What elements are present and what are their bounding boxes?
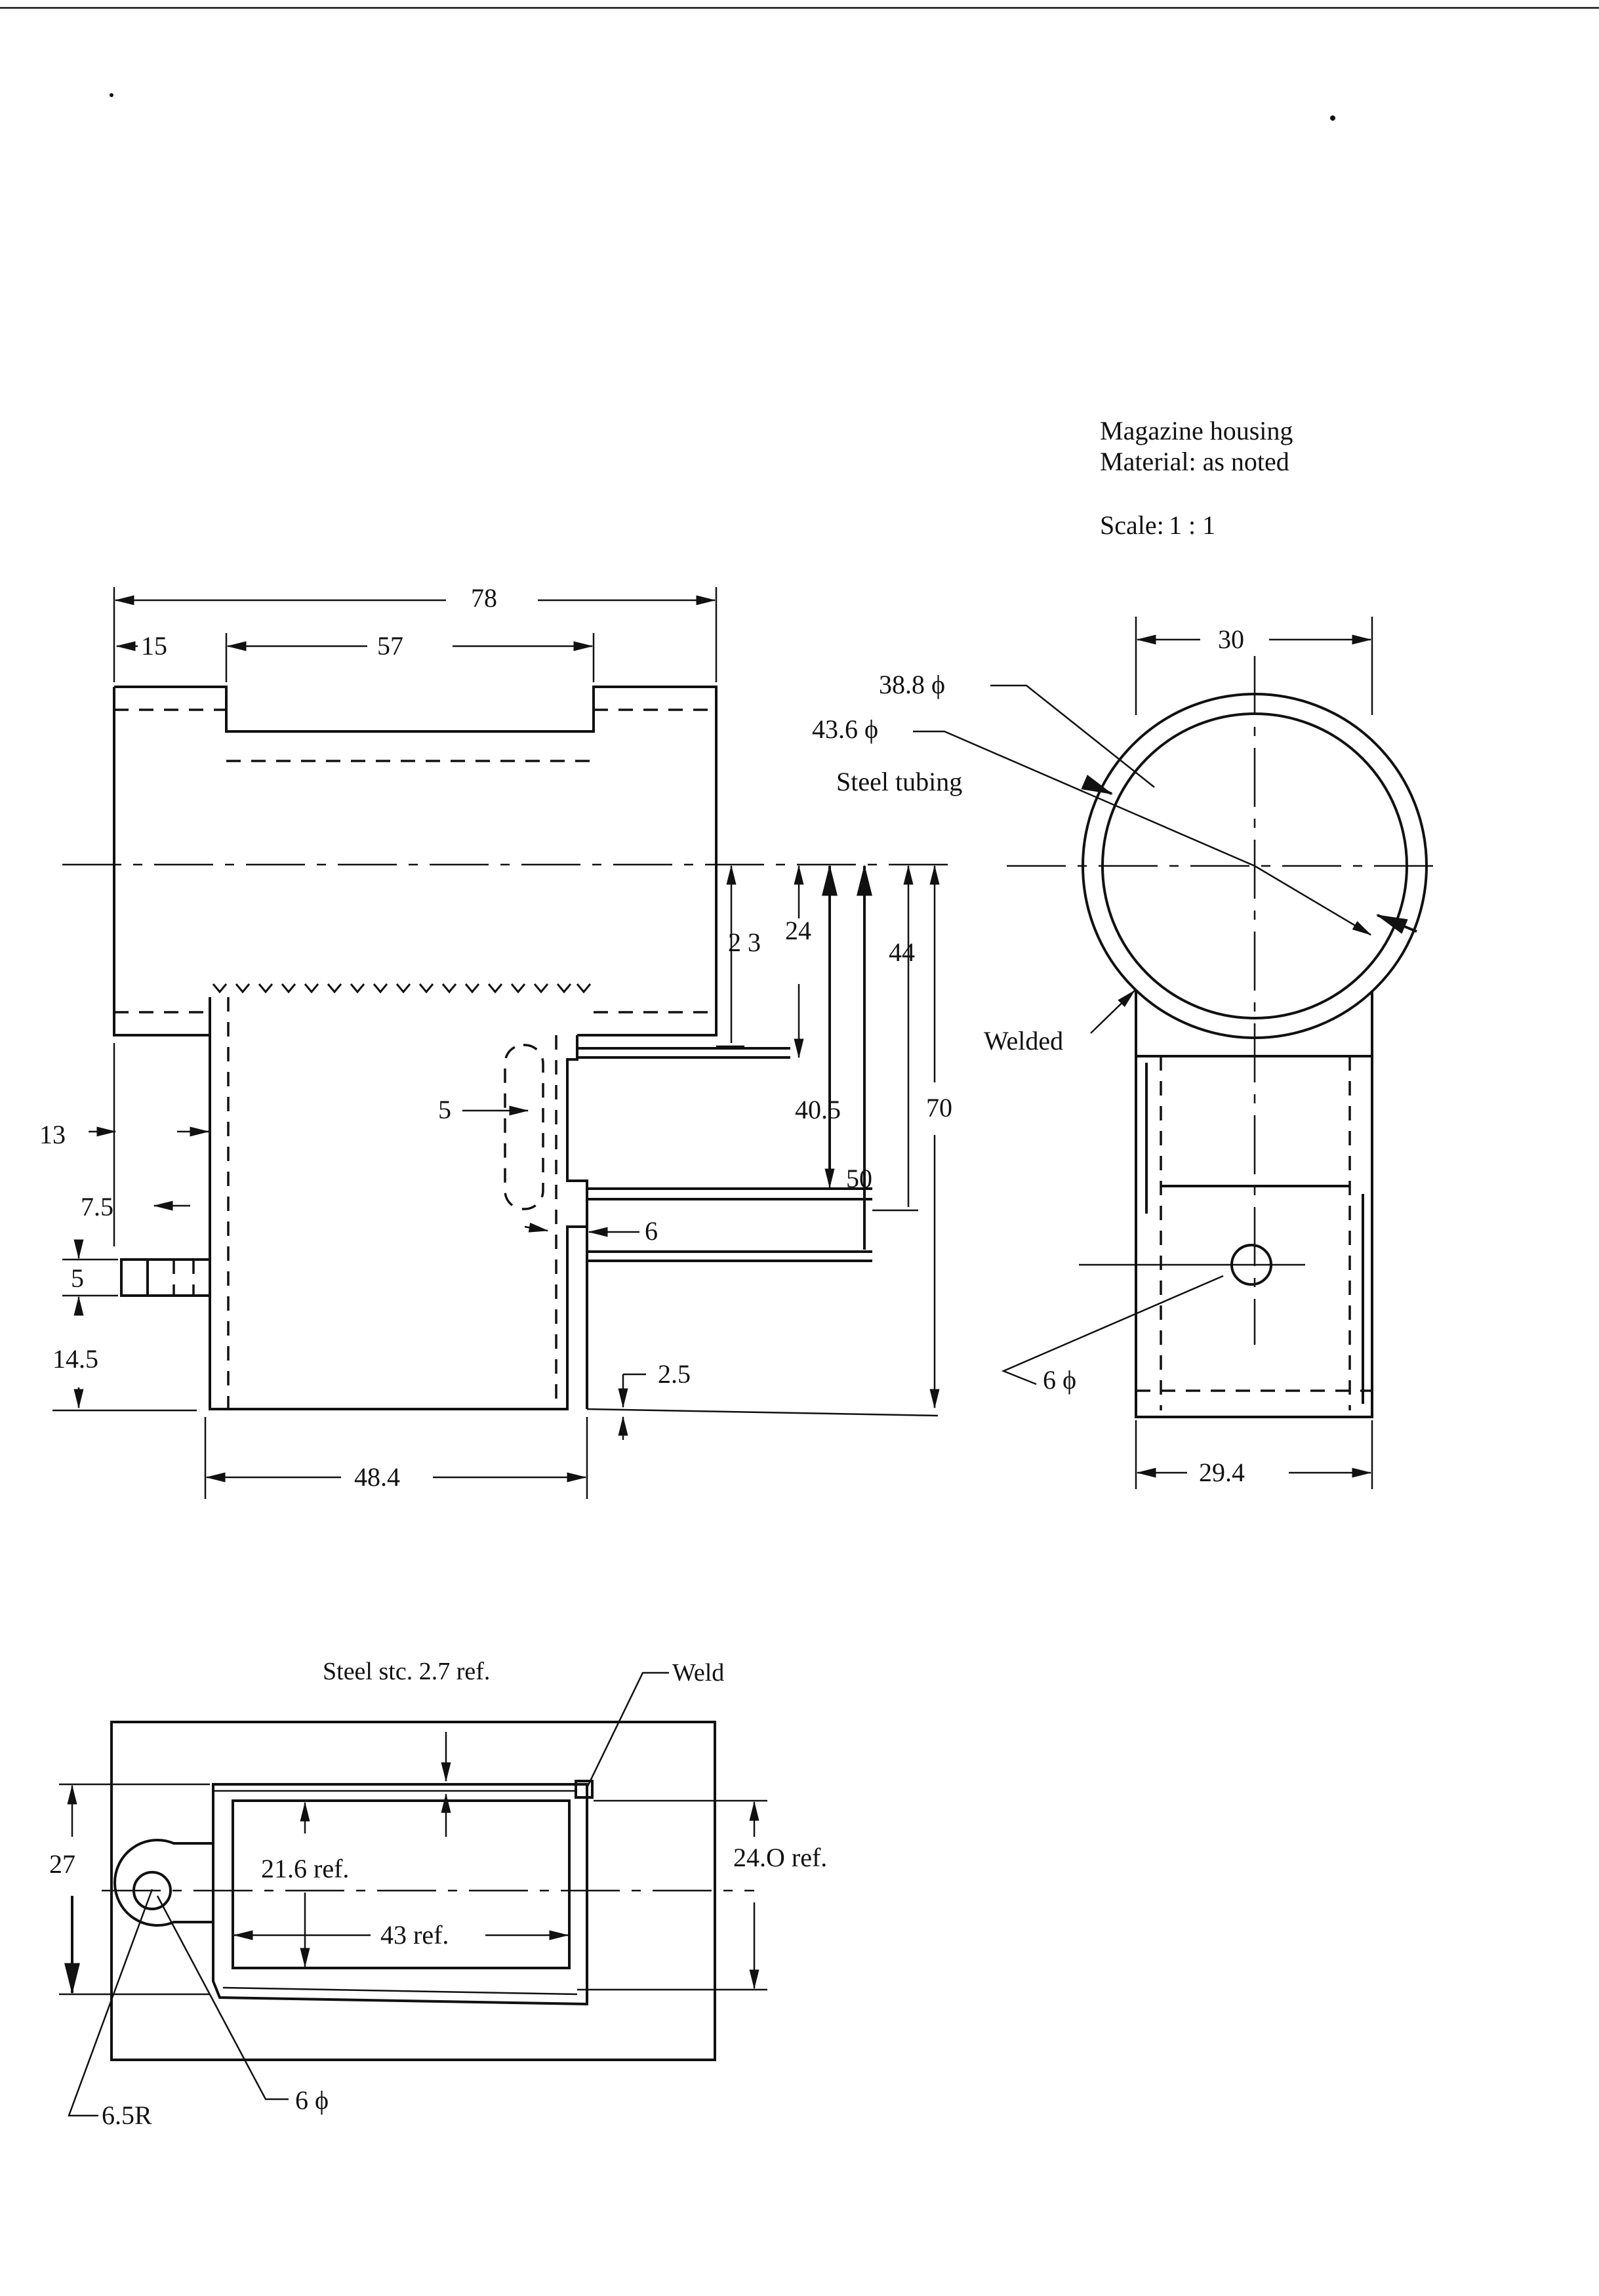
- magazine-well-hidden: [227, 997, 557, 1409]
- side-well-inner: [1145, 1063, 1364, 1404]
- dim-6-phi-label: 6 ϕ: [1043, 1365, 1076, 1395]
- dim-57-label: 57: [377, 631, 403, 661]
- dim-78-label: 78: [471, 583, 497, 613]
- sheet-steel-note: Steel stc. 2.7 ref.: [323, 1658, 490, 1685]
- dim-6-5r-leader: [68, 1889, 153, 2117]
- dim-43-6-label: 43.6 ϕ: [812, 714, 878, 744]
- bottom-view: Steel stc. 2.7 ref. Weld 27 21.6 ref. 43…: [49, 1658, 827, 2130]
- front-view: 78 15 57 13 7.5 5 14.5 48.4 5: [39, 583, 952, 1499]
- release-slot-hidden: [504, 1044, 544, 1210]
- dim-5-label: 5: [71, 1263, 84, 1293]
- dim-43-label: 43 ref.: [380, 1920, 449, 1950]
- dim-48-4-label: 48.4: [354, 1462, 400, 1492]
- magazine-well-outline: [209, 997, 588, 1410]
- steel-tubing-note: Steel tubing: [836, 767, 962, 796]
- welded-leader: [1090, 989, 1136, 1034]
- side-view: 30 38.8 ϕ 43.6 ϕ Steel tubing Welded 6 ϕ…: [812, 617, 1440, 1489]
- dim-2-5-ext: [586, 1408, 939, 1417]
- dim-6-arrow-l: [524, 1222, 549, 1233]
- weld-bead: [212, 983, 592, 994]
- dim-2-5-label: 2.5: [658, 1359, 691, 1389]
- scale-value: 1 : 1: [1169, 510, 1215, 540]
- dim-6-phi-hole-label: 6 ϕ: [295, 2085, 329, 2115]
- dim-15-label: 15: [141, 631, 167, 661]
- dim-6-5r-label: 6.5R: [102, 2101, 152, 2130]
- side-tab-hidden: [172, 1260, 195, 1296]
- dim-6-phi-leader: [1001, 1275, 1224, 1385]
- magazine-inner-outline: [232, 1799, 571, 1969]
- side-well-outline: [1135, 991, 1373, 1418]
- side-tab: [120, 1258, 210, 1297]
- dim-6-phi-hole-leader: [156, 1895, 289, 2101]
- dim-23-label: 2 3: [728, 928, 761, 957]
- dim-7-5-label: 7.5: [81, 1192, 113, 1221]
- dim-40-5-label: 40.5: [795, 1095, 841, 1124]
- dim-38-8-label: 38.8 ϕ: [879, 670, 945, 699]
- dim-slot-5-label: 5: [438, 1095, 451, 1124]
- part-name: Magazine housing: [1100, 416, 1293, 445]
- side-well-hidden: [1136, 1056, 1372, 1410]
- title-block: Magazine housing Material: as noted Scal…: [1100, 416, 1293, 540]
- dim-30-label: 30: [1218, 625, 1244, 654]
- weld-note: Weld: [672, 1659, 724, 1687]
- dim-50-label: 50: [846, 1164, 872, 1193]
- dim-14-5-label: 14.5: [52, 1344, 98, 1374]
- welded-note: Welded: [984, 1026, 1063, 1056]
- scale-label: Scale:: [1100, 510, 1164, 540]
- stray-mark: [110, 93, 113, 97]
- stray-mark: [1330, 115, 1335, 121]
- dim-24-label: 24: [785, 916, 811, 945]
- dim-24-label: 24.O ref.: [733, 1843, 827, 1872]
- tube-hidden-lines: [114, 708, 716, 1014]
- tube-body-outline: [113, 686, 718, 1036]
- material-note: Material: as noted: [1100, 447, 1289, 476]
- dim-43-6-arrow: [1081, 775, 1114, 795]
- dim-21-6-label: 21.6 ref.: [261, 1854, 349, 1883]
- dim-43-6-arrow-r: [1375, 914, 1417, 934]
- dim-70-label: 70: [926, 1093, 952, 1122]
- dim-38-8-arrow: [1254, 865, 1372, 936]
- dim-27-label: 27: [49, 1849, 75, 1879]
- dim-44-label: 44: [889, 937, 915, 967]
- dim-6-label: 6: [645, 1216, 658, 1246]
- dim-43-6-leader: [913, 730, 1255, 867]
- dim-13-label: 13: [39, 1120, 66, 1149]
- dim-38-8-leader: [990, 684, 1155, 788]
- dim-29-4-label: 29.4: [1199, 1458, 1245, 1487]
- weld-leader: [586, 1671, 669, 1788]
- weld-corner: [575, 1780, 594, 1799]
- eye-lug: [113, 1839, 213, 1927]
- magazine-wall: [213, 1790, 578, 1996]
- catch-plate: [577, 1047, 872, 1262]
- magazine-body-outline: [212, 1783, 588, 2006]
